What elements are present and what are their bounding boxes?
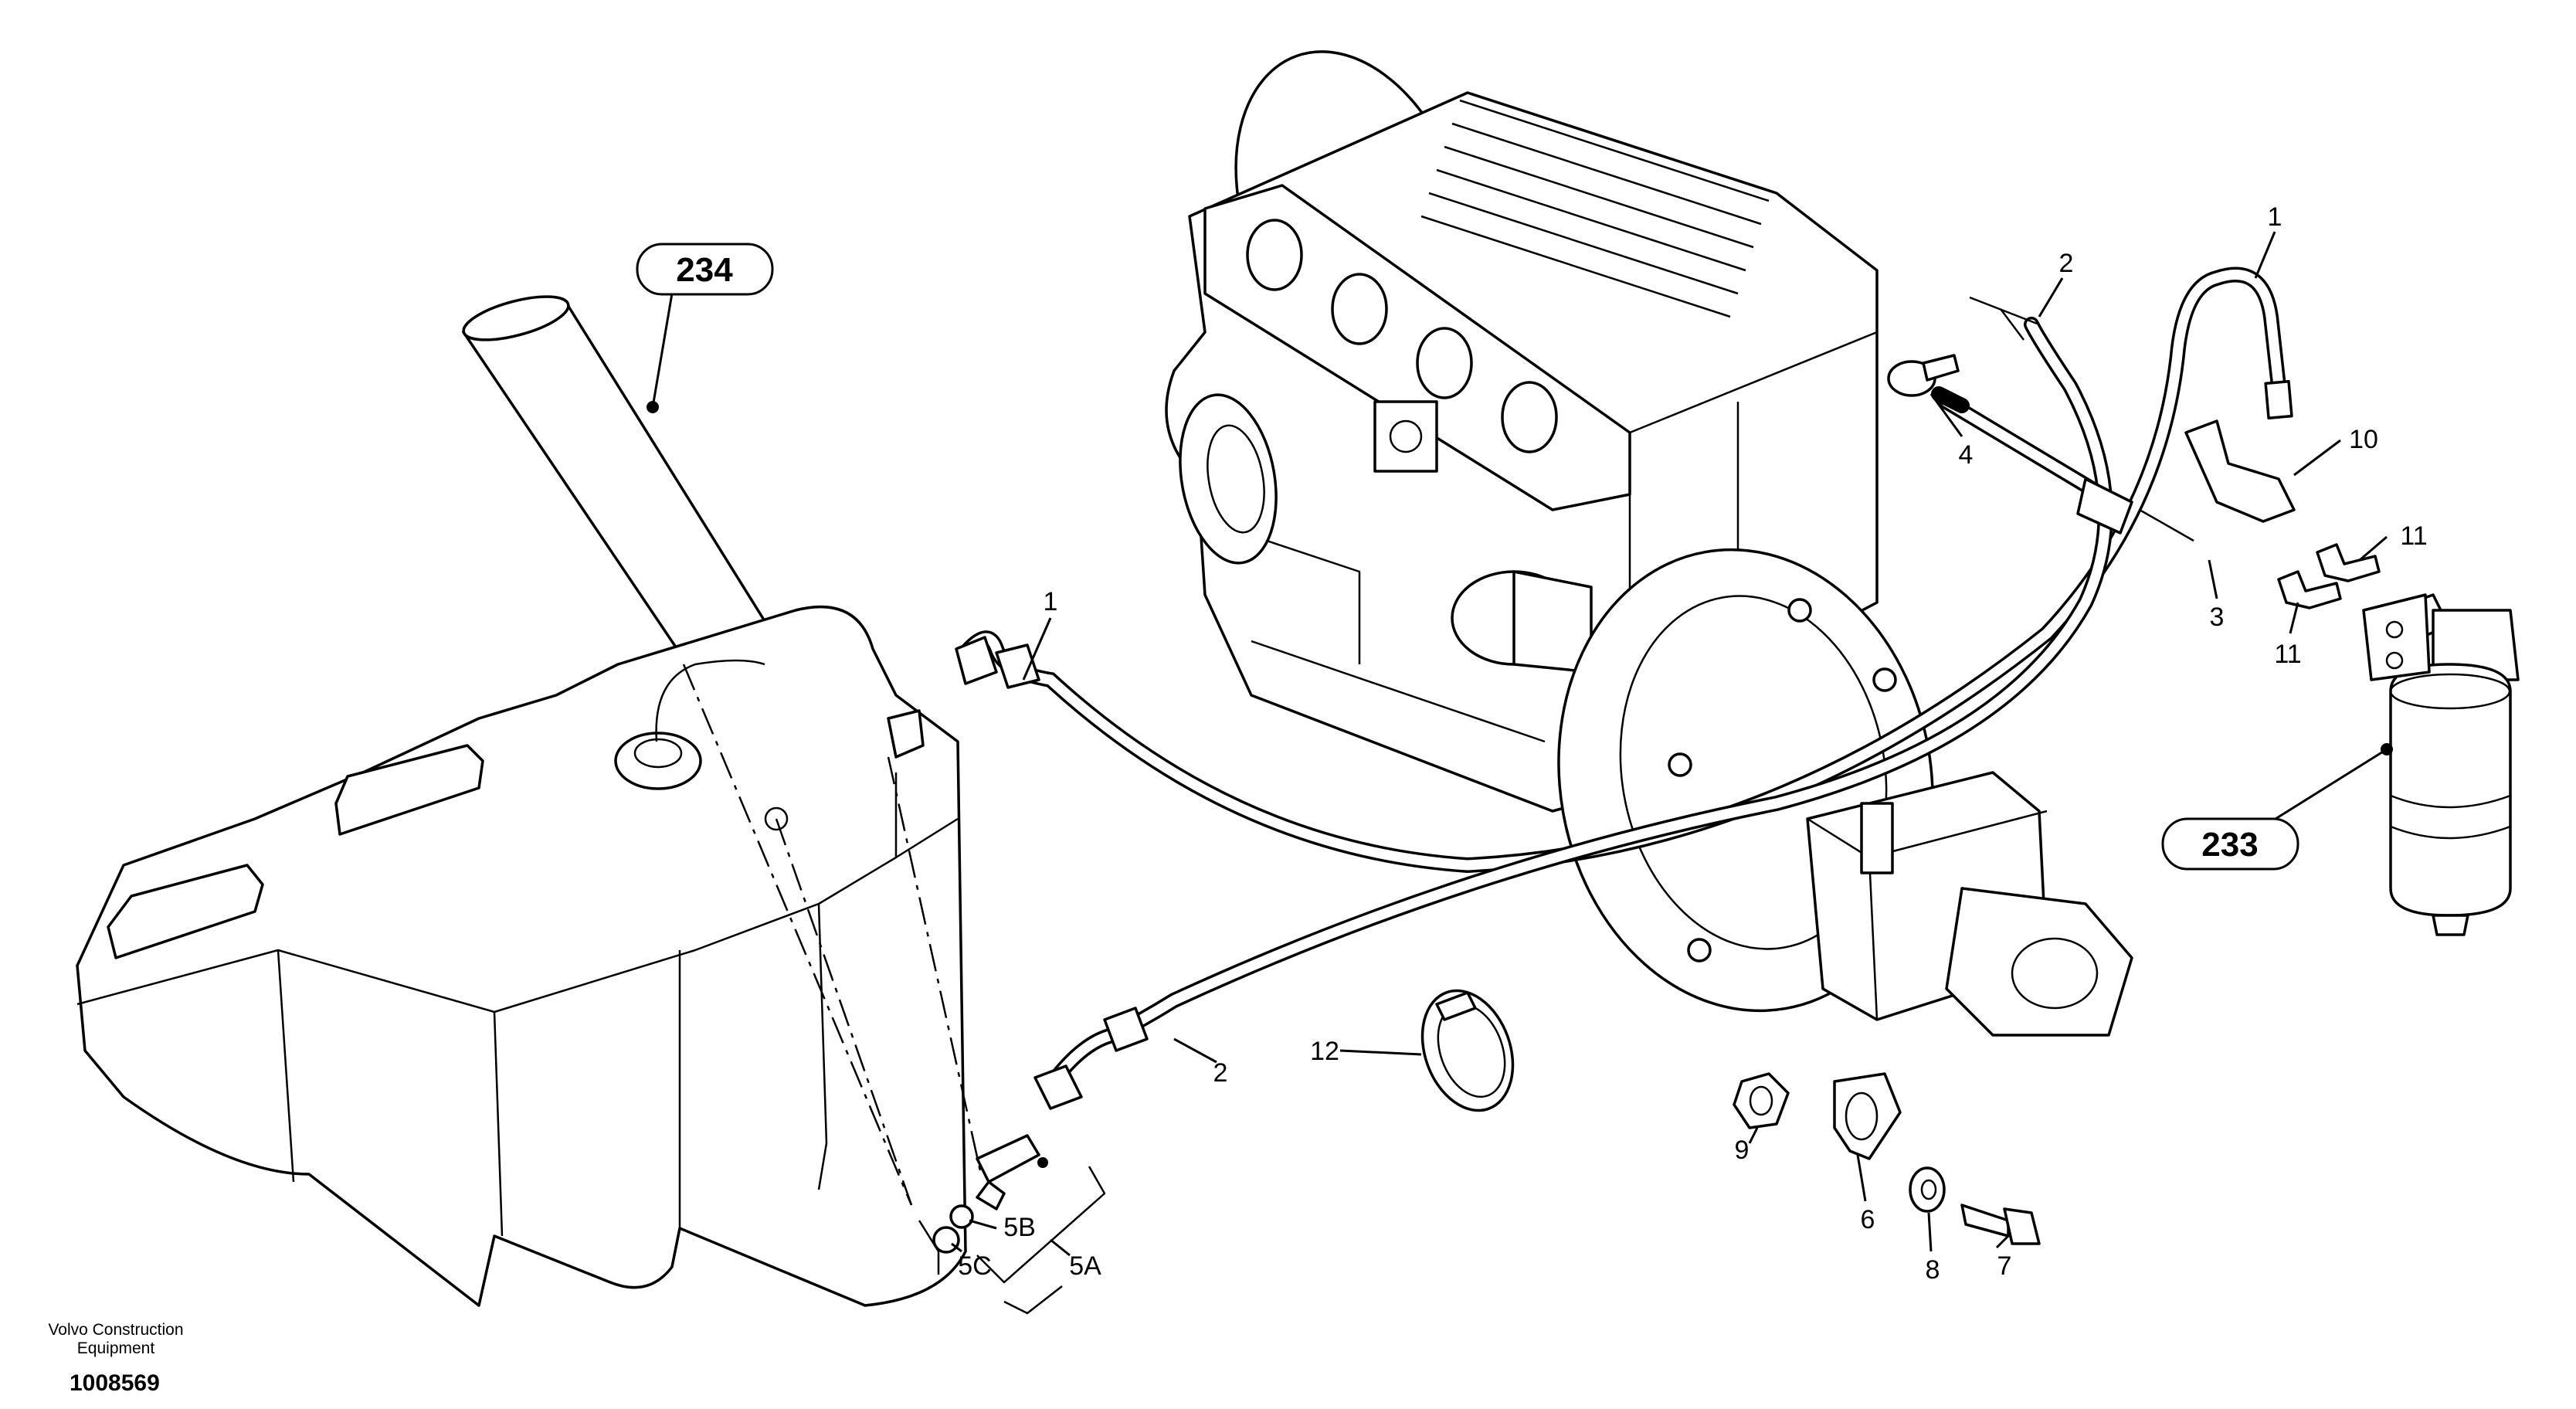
ref-233-label: 233: [2201, 826, 2258, 864]
bolt-7: [1960, 1204, 2041, 1245]
drawing-number: 1008569: [70, 1370, 160, 1396]
ref-233-box: 233: [2161, 817, 2299, 871]
fitting-11-lower: [2277, 570, 2342, 609]
ref-234-label: 234: [676, 251, 733, 289]
connector-5: [932, 1134, 1048, 1254]
callout-11-lower: 11: [2274, 640, 2301, 669]
leader-lines: [647, 231, 2393, 1315]
fuel-line-3: [1939, 394, 2194, 542]
footer: Volvo Construction Equipment 1008569: [48, 1321, 183, 1396]
callout-11-upper: 11: [2400, 521, 2427, 551]
callout-3: 3: [2210, 603, 2225, 632]
clamp-4: [1887, 354, 1970, 413]
callout-1-right: 1: [2268, 202, 2282, 232]
elbow-fitting-10: [2184, 419, 2296, 523]
callout-5A: 5A: [1069, 1251, 1101, 1281]
bracket-6: [1833, 1072, 1902, 1160]
callout-4: 4: [1959, 440, 1974, 470]
callout-9: 9: [1735, 1136, 1750, 1165]
ref-234-box: 234: [636, 243, 774, 296]
callout-5B: 5B: [1003, 1213, 1036, 1242]
callout-6: 6: [1861, 1205, 1875, 1234]
engine: [1165, 50, 2133, 1037]
callout-12: 12: [1310, 1037, 1339, 1066]
company-line-1: Volvo Construction: [48, 1321, 183, 1339]
fitting-11-upper: [2316, 543, 2381, 582]
hose-2: [1033, 296, 2113, 1110]
fuel-tank: [76, 295, 967, 1307]
callout-2-top: 2: [2059, 249, 2074, 278]
callout-10: 10: [2349, 425, 2378, 454]
callout-8: 8: [1926, 1255, 1940, 1285]
company-line-2: Equipment: [77, 1339, 155, 1357]
fuel-filter: [2362, 593, 2520, 936]
nut-9: [1733, 1072, 1790, 1129]
assembly-lines: [682, 664, 983, 1206]
callouts: 1 1 2 2 3 4 5A 5B 5C 6 7 8 9 10 11 11 12: [958, 202, 2427, 1285]
callout-5C: 5C: [958, 1251, 991, 1281]
callout-1-left: 1: [1044, 587, 1058, 616]
callout-2-left: 2: [1213, 1058, 1228, 1088]
callout-7: 7: [1997, 1251, 2012, 1281]
hose-clamp-12: [1420, 989, 1515, 1112]
washer-8: [1909, 1166, 1946, 1213]
